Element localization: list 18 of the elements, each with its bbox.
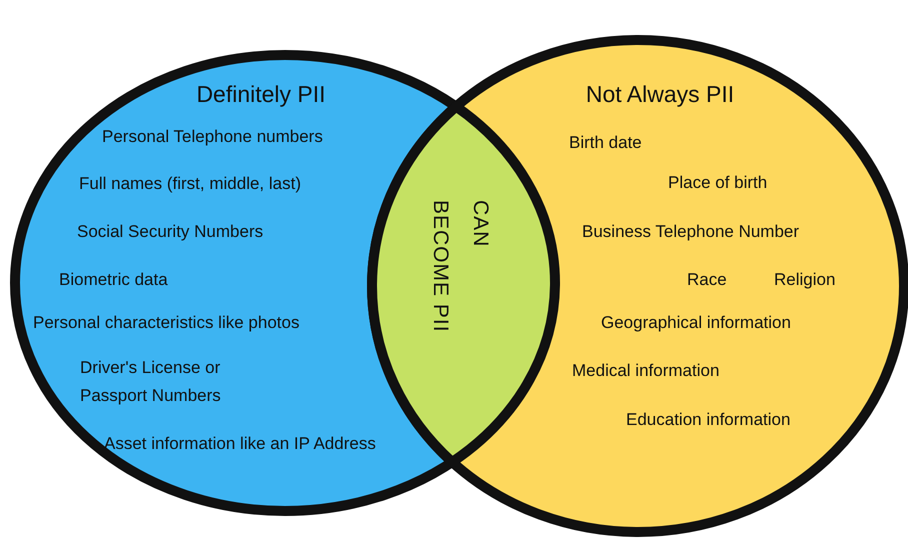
set-item: Full names (first, middle, last) <box>79 173 301 195</box>
overlap-label: CAN BECOME PII <box>428 200 493 335</box>
set-item: Asset information like an IP Address <box>104 433 376 455</box>
set-item: Place of birth <box>668 172 768 194</box>
set-item: Personal Telephone numbers <box>102 126 323 148</box>
set-item: Personal characteristics like photos <box>33 312 300 334</box>
set-item: Geographical information <box>601 312 791 334</box>
set-item: Social Security Numbers <box>77 221 264 243</box>
set-item: Religion <box>774 269 836 291</box>
set-item: Driver's License or Passport Numbers <box>80 357 222 407</box>
set-item: Business Telephone Number <box>582 221 800 243</box>
set-item: Race <box>687 269 727 291</box>
set-item: Biometric data <box>59 269 168 291</box>
set-item: Education information <box>626 409 790 431</box>
set-heading: Definitely PII <box>196 80 326 108</box>
set-item: Medical information <box>572 360 720 382</box>
set-item: Birth date <box>569 132 642 154</box>
set-heading: Not Always PII <box>586 80 734 108</box>
